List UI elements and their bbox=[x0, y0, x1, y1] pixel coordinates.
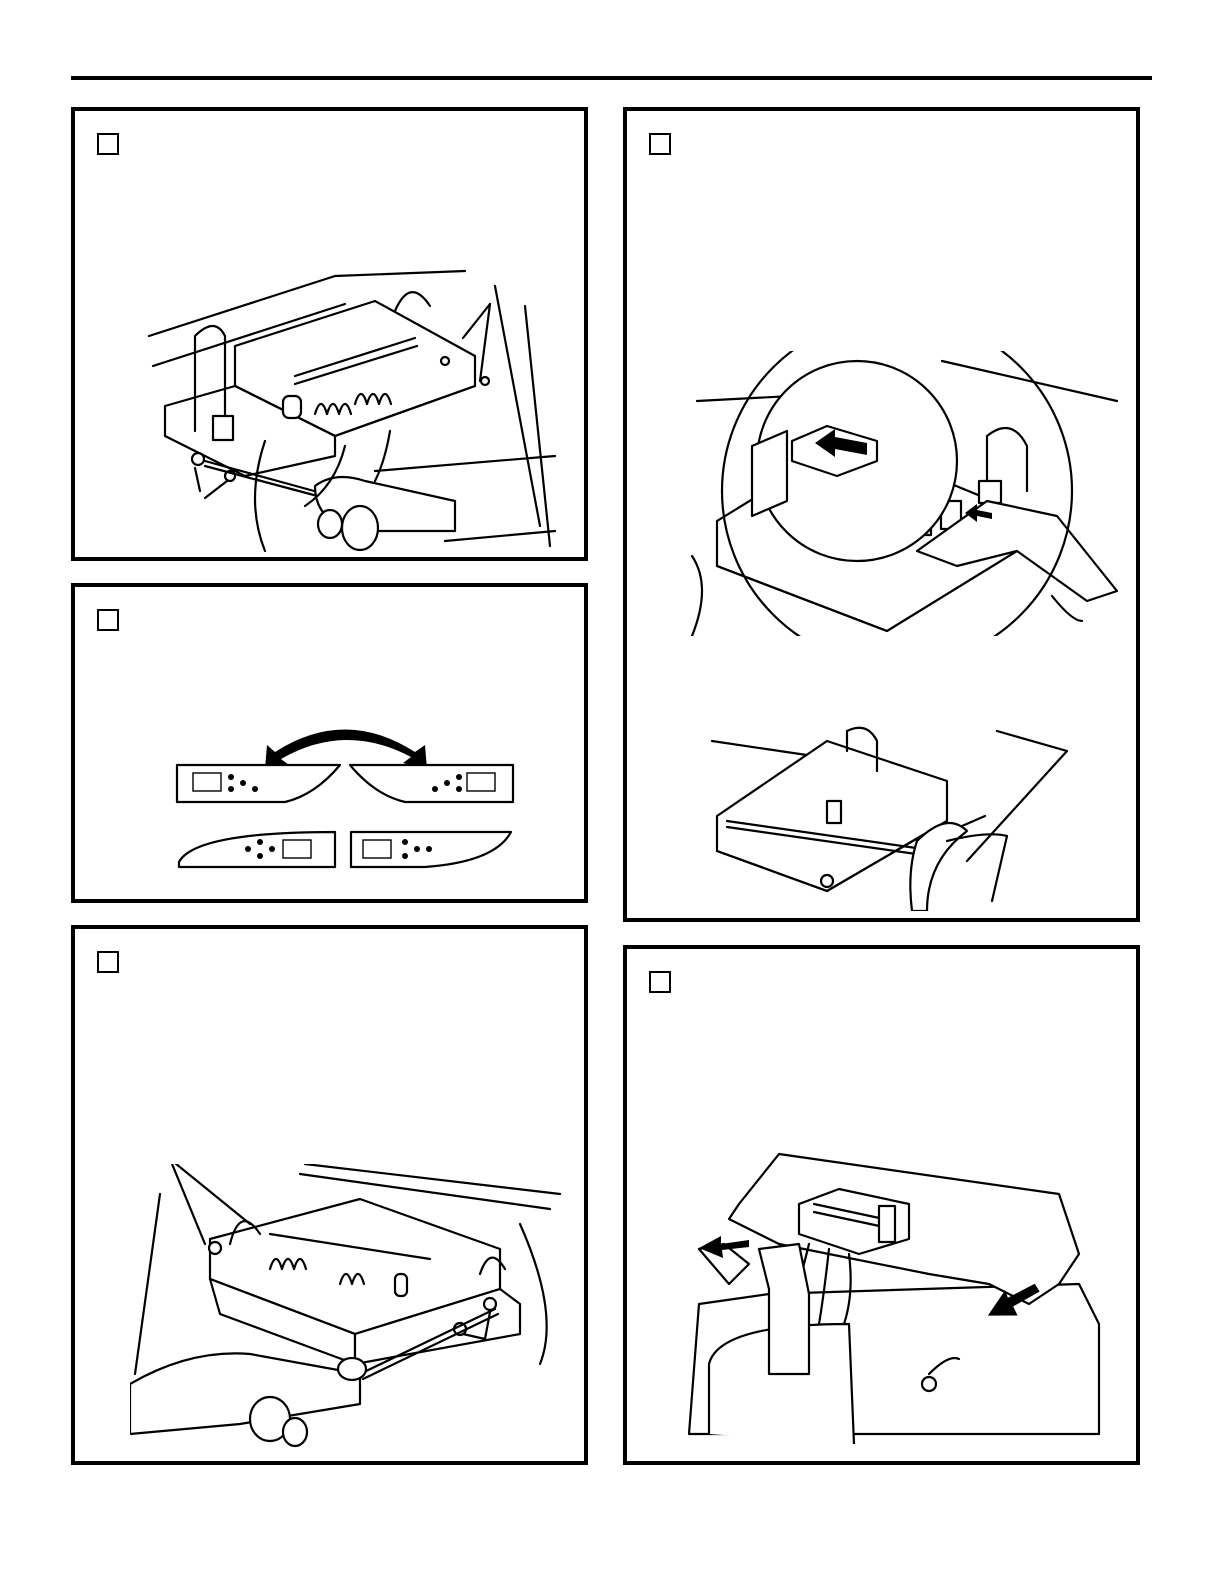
illustration-connector-insert bbox=[687, 351, 1127, 636]
illustration-harness-routing bbox=[707, 721, 1087, 911]
illustration-install-cover bbox=[679, 1144, 1119, 1444]
step-checkbox-2[interactable] bbox=[97, 609, 119, 631]
step-panel-4 bbox=[623, 107, 1140, 922]
step-panel-2 bbox=[71, 583, 588, 903]
step-panel-1 bbox=[71, 107, 588, 561]
illustration-panel-orientation bbox=[165, 717, 525, 877]
step-checkbox-5[interactable] bbox=[649, 971, 671, 993]
illustration-unscrew-front bbox=[145, 266, 585, 556]
step-panel-3 bbox=[71, 925, 588, 1465]
step-panel-5 bbox=[623, 945, 1140, 1465]
step-checkbox-1[interactable] bbox=[97, 133, 119, 155]
header-rule bbox=[71, 76, 1152, 80]
step-checkbox-3[interactable] bbox=[97, 951, 119, 973]
illustration-unscrew-rear bbox=[130, 1164, 580, 1464]
step-checkbox-4[interactable] bbox=[649, 133, 671, 155]
